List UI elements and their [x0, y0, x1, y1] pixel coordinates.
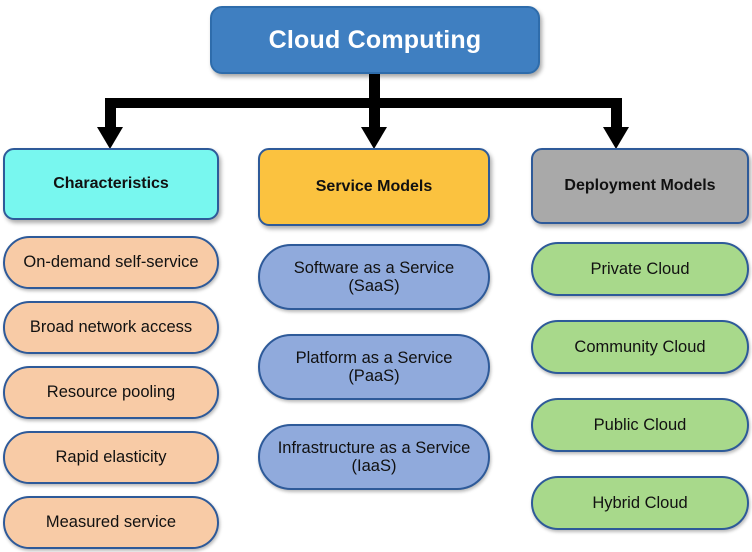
root-node-cloud-computing: Cloud Computing	[210, 6, 540, 74]
item-rapid-elasticity: Rapid elasticity	[3, 431, 219, 484]
item-public-cloud: Public Cloud	[531, 398, 749, 452]
connector-horizontal-bar	[105, 98, 622, 108]
item-platform-as-a-service: Platform as a Service (PaaS)	[258, 334, 490, 400]
branch-service-models: Service Models Software as a Service (Sa…	[258, 148, 490, 490]
connector-drop-characteristics	[105, 100, 116, 128]
connector-drop-deployment-models	[611, 100, 622, 128]
item-label: Broad network access	[29, 318, 193, 337]
category-header-characteristics-label: Characteristics	[53, 175, 169, 192]
arrow-head-characteristics-icon	[97, 127, 123, 149]
category-header-service-models-label: Service Models	[315, 178, 433, 195]
item-label: Infrastructure as a Service (IaaS)	[277, 438, 471, 475]
category-header-service-models: Service Models	[258, 148, 490, 226]
item-hybrid-cloud: Hybrid Cloud	[531, 476, 749, 530]
branch-characteristics: Characteristics On-demand self-service B…	[3, 148, 219, 549]
item-private-cloud: Private Cloud	[531, 242, 749, 296]
category-header-deployment-models-label: Deployment Models	[564, 177, 716, 194]
item-label: Platform as a Service (PaaS)	[295, 348, 453, 385]
connector-stem	[369, 74, 380, 102]
item-label: Rapid elasticity	[55, 448, 167, 467]
item-infrastructure-as-a-service: Infrastructure as a Service (IaaS)	[258, 424, 490, 490]
item-label: Software as a Service (SaaS)	[293, 258, 455, 295]
connector-drop-service-models	[369, 100, 380, 128]
item-community-cloud: Community Cloud	[531, 320, 749, 374]
item-measured-service: Measured service	[3, 496, 219, 549]
arrow-head-deployment-models-icon	[603, 127, 629, 149]
category-header-characteristics: Characteristics	[3, 148, 219, 220]
item-label: Public Cloud	[593, 415, 687, 434]
item-software-as-a-service: Software as a Service (SaaS)	[258, 244, 490, 310]
item-resource-pooling: Resource pooling	[3, 366, 219, 419]
item-label: Resource pooling	[46, 383, 176, 402]
item-label: On-demand self-service	[23, 253, 199, 272]
root-node-label: Cloud Computing	[268, 25, 482, 54]
item-broad-network-access: Broad network access	[3, 301, 219, 354]
item-label: Measured service	[45, 513, 177, 532]
item-label: Private Cloud	[590, 259, 690, 278]
item-label: Community Cloud	[574, 337, 706, 356]
category-header-deployment-models: Deployment Models	[531, 148, 749, 224]
item-on-demand-self-service: On-demand self-service	[3, 236, 219, 289]
arrow-head-service-models-icon	[361, 127, 387, 149]
branch-deployment-models: Deployment Models Private Cloud Communit…	[531, 148, 749, 530]
item-label: Hybrid Cloud	[592, 493, 688, 512]
